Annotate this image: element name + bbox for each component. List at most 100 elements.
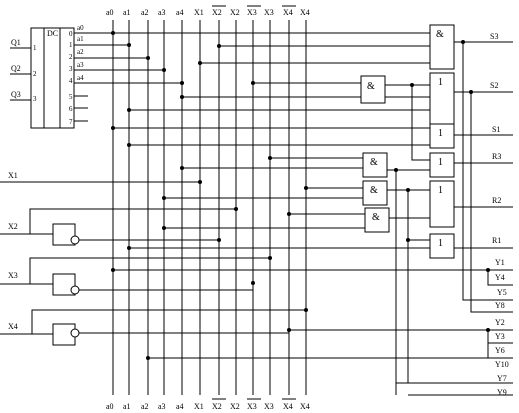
output-label-s2: S2 bbox=[490, 81, 498, 90]
and-symbol: & bbox=[370, 185, 378, 196]
decoder-output-wires bbox=[74, 32, 182, 84]
or-gate-s1 bbox=[429, 123, 455, 149]
bus-label-bottom: X3 bbox=[264, 402, 274, 411]
s2-or-inputs bbox=[129, 96, 430, 111]
decoder-out-pin: 3 bbox=[69, 65, 73, 73]
input-label-q2: Q2 bbox=[11, 64, 21, 73]
junction-dots bbox=[111, 31, 490, 360]
and-symbol: & bbox=[367, 81, 375, 92]
inverter-bubble-icon bbox=[70, 328, 80, 338]
and-gate-s3 bbox=[429, 24, 455, 70]
junction-dot bbox=[304, 186, 308, 190]
or-gate-r1 bbox=[429, 233, 455, 259]
and-gate-s2 bbox=[360, 75, 386, 104]
junction-dot bbox=[180, 166, 184, 170]
input-label-x2: X2 bbox=[8, 222, 18, 231]
bus-label-bottom: X1 bbox=[194, 402, 204, 411]
bus-label-top: X2 bbox=[230, 8, 240, 17]
bus-label-bottom: X3 bbox=[247, 402, 257, 411]
output-label-y10: Y10 bbox=[495, 360, 509, 369]
x2-wire bbox=[0, 208, 236, 235]
junction-dot bbox=[146, 56, 150, 60]
junction-dot bbox=[146, 356, 150, 360]
junction-dot bbox=[127, 143, 131, 147]
junction-dot bbox=[162, 68, 166, 72]
inverter-x2 bbox=[52, 223, 76, 246]
bus-label-top: X4 bbox=[283, 8, 293, 17]
output-label-y4: Y4 bbox=[495, 273, 505, 282]
input-label-x3: X3 bbox=[8, 271, 18, 280]
bus-label-top: a1 bbox=[123, 8, 131, 17]
or-symbol: 1 bbox=[438, 77, 443, 88]
decoder-input-wires bbox=[10, 47, 31, 101]
junction-dot bbox=[198, 61, 202, 65]
junction-dot bbox=[461, 40, 465, 44]
junction-dot bbox=[111, 31, 115, 35]
or-symbol: 1 bbox=[438, 238, 443, 249]
junction-dot bbox=[406, 238, 410, 242]
y-feed-lines bbox=[113, 269, 513, 359]
output-label-y6: Y6 bbox=[495, 346, 505, 355]
input-label-q3: Q3 bbox=[11, 90, 21, 99]
bus-label-top: X1 bbox=[194, 8, 204, 17]
input-label-q1: Q1 bbox=[11, 38, 21, 47]
junction-dot bbox=[287, 328, 291, 332]
decoder-block: DC 1 2 3 0 1 2 3 4 5 6 7 a0 a1 a2 a3 a4 bbox=[30, 24, 182, 129]
junction-dot bbox=[251, 81, 255, 85]
inverter-bubble-icon bbox=[70, 285, 80, 295]
output-label-y8: Y8 bbox=[495, 301, 505, 310]
junction-dot bbox=[217, 44, 221, 48]
sr-output-wires bbox=[454, 41, 513, 249]
junction-dot bbox=[127, 246, 131, 250]
decoder-pin-label: 3 bbox=[33, 95, 37, 103]
decoder-out-pin: 7 bbox=[69, 118, 73, 126]
or-symbol: 1 bbox=[438, 185, 443, 196]
bus-label-bottom: a4 bbox=[176, 402, 184, 411]
bus-label-top: X4 bbox=[300, 8, 310, 17]
decoder-out-pin: 2 bbox=[69, 53, 73, 61]
decoder-output-name: a2 bbox=[77, 48, 84, 56]
bus-label-bottom: X2 bbox=[230, 402, 240, 411]
output-label-y7: Y7 bbox=[497, 374, 507, 383]
or-gate-r2 bbox=[429, 180, 455, 228]
output-label-r2: R2 bbox=[492, 196, 501, 205]
junction-dot bbox=[486, 268, 490, 272]
junction-dot bbox=[486, 328, 490, 332]
and-gate-r2-b bbox=[364, 207, 390, 233]
decoder-input-section bbox=[30, 27, 45, 129]
bus-label-top: X2 bbox=[212, 8, 222, 17]
output-label-r1: R1 bbox=[492, 236, 501, 245]
decoder-out-pin: 4 bbox=[69, 77, 73, 85]
y-r-feeds bbox=[396, 382, 513, 396]
junction-dot bbox=[127, 108, 131, 112]
bus-label-top: a4 bbox=[176, 8, 184, 17]
junction-dot bbox=[111, 268, 115, 272]
bus-label-bottom: X4 bbox=[300, 402, 310, 411]
junction-dot bbox=[217, 238, 221, 242]
bus-label-bottom: a1 bbox=[123, 402, 131, 411]
output-label-r3: R3 bbox=[492, 152, 501, 161]
output-label-s3: S3 bbox=[490, 32, 498, 41]
input-label-x4: X4 bbox=[8, 322, 18, 331]
output-label-y1: Y1 bbox=[495, 258, 505, 267]
decoder-out-pin: 6 bbox=[69, 105, 73, 113]
decoder-unused-outputs bbox=[74, 95, 88, 122]
junction-dot bbox=[162, 226, 166, 230]
decoder-inputs: Q1 Q2 Q3 bbox=[10, 38, 31, 101]
inverter-bubble-icon bbox=[70, 235, 80, 245]
s3-and-inputs bbox=[113, 32, 430, 64]
junction-dot bbox=[406, 188, 410, 192]
and-symbol: & bbox=[370, 157, 378, 168]
decoder-output-name: a1 bbox=[77, 35, 84, 43]
decoder-out-pin: 0 bbox=[69, 30, 73, 38]
or-gate-r3 bbox=[429, 152, 455, 178]
bus-label-bottom: a3 bbox=[158, 402, 166, 411]
bus-label-top: X3 bbox=[247, 8, 257, 17]
and-gate-r3 bbox=[362, 152, 388, 178]
bus-label-bottom: a2 bbox=[141, 402, 149, 411]
decoder-out-pin: 1 bbox=[69, 41, 73, 49]
or-symbol: 1 bbox=[438, 128, 443, 139]
gate-input-taps bbox=[113, 32, 430, 249]
output-label-y9: Y9 bbox=[497, 388, 507, 397]
